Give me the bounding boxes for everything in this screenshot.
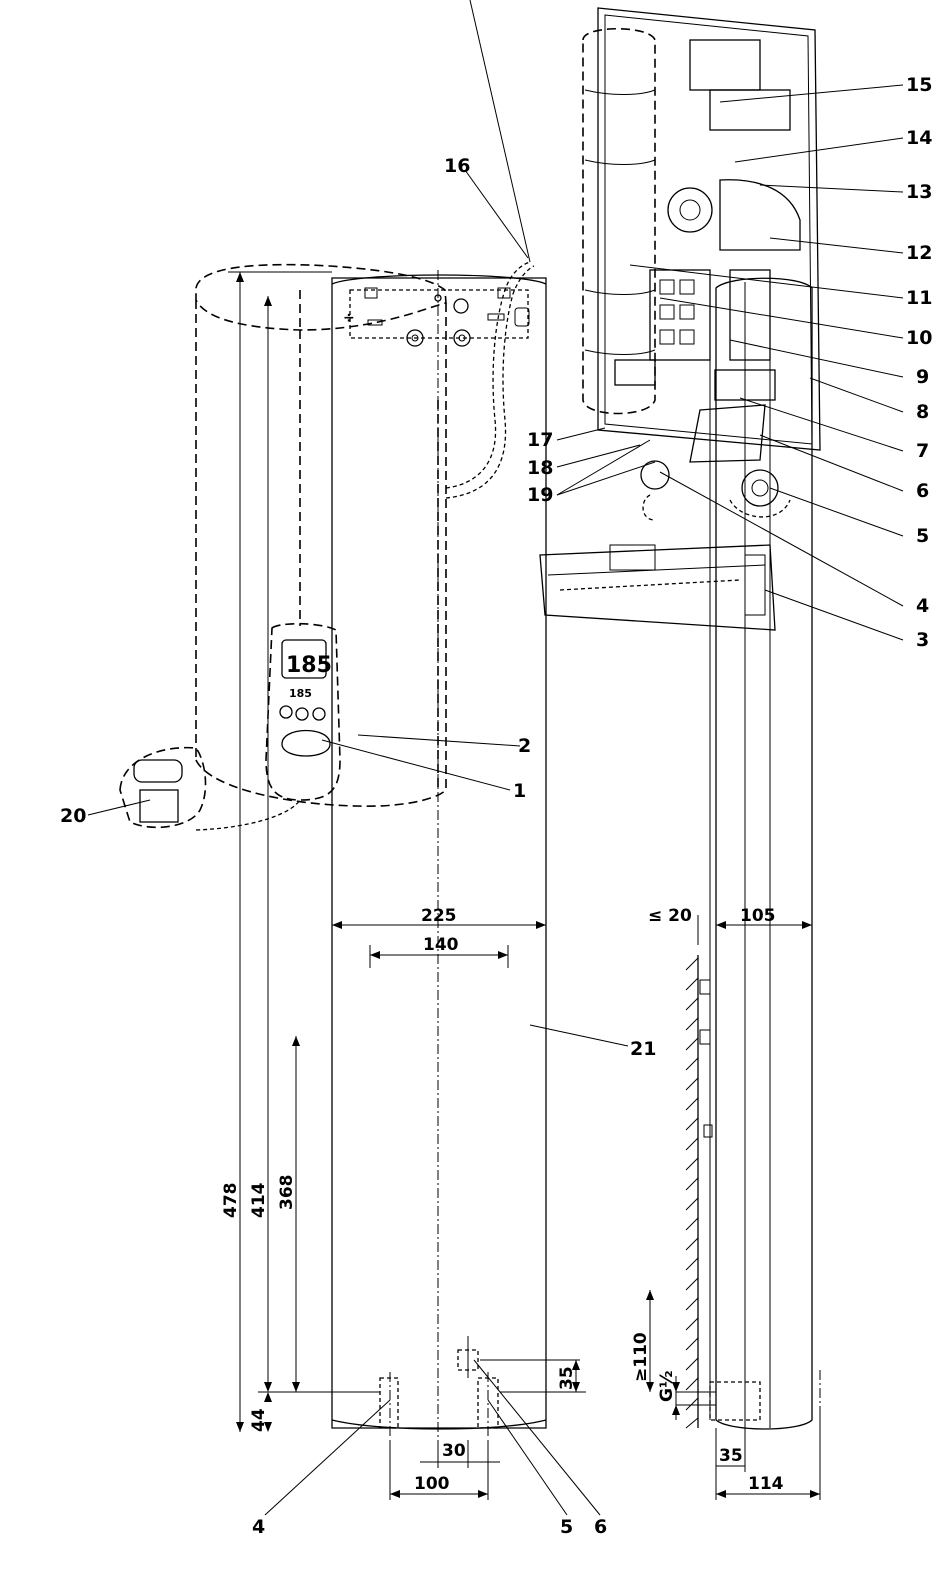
dim-478: 478 bbox=[221, 1183, 241, 1219]
dim-100: 100 bbox=[414, 1474, 450, 1494]
control-button-mid bbox=[295, 707, 309, 721]
control-dial bbox=[281, 729, 331, 757]
callout-21: 21 bbox=[630, 1038, 656, 1060]
callout-1: 1 bbox=[513, 780, 526, 802]
wall-hatch bbox=[685, 957, 699, 1429]
bottom-callout-4: 4 bbox=[252, 1516, 265, 1538]
dim-414: 414 bbox=[249, 1182, 269, 1218]
big-readout: 185 bbox=[286, 653, 332, 678]
callout-leaders-top bbox=[87, 0, 904, 816]
dim-30: 30 bbox=[442, 1441, 466, 1461]
callout-2: 2 bbox=[518, 735, 531, 757]
callout-7: 7 bbox=[916, 440, 929, 462]
callout-10: 10 bbox=[906, 327, 932, 349]
display-panel bbox=[281, 639, 327, 679]
dim-44: 44 bbox=[249, 1408, 269, 1432]
dim-368: 368 bbox=[277, 1175, 297, 1211]
dim-105: 105 bbox=[740, 906, 776, 926]
callout-5: 5 bbox=[916, 525, 929, 547]
plus-mark: ÷ bbox=[343, 310, 355, 326]
callout-8: 8 bbox=[916, 401, 929, 423]
callout-18: 18 bbox=[527, 457, 553, 479]
callout-11: 11 bbox=[906, 287, 932, 309]
dim-225: 225 bbox=[421, 906, 457, 926]
dim-min-110: ≥110 bbox=[631, 1332, 651, 1382]
control-button-right bbox=[312, 707, 326, 721]
dim-wall-gap: ≤ 20 bbox=[648, 906, 692, 926]
control-button-left bbox=[279, 705, 293, 719]
callout-19: 19 bbox=[527, 484, 553, 506]
small-readout: 185 bbox=[289, 687, 312, 700]
callout-17: 17 bbox=[527, 429, 553, 451]
dim-114: 114 bbox=[748, 1474, 784, 1494]
side-dimension-view: ≤ 20 105 ≥110 G½ 35 114 bbox=[631, 277, 821, 1500]
callout-13: 13 bbox=[906, 181, 932, 203]
dim-thread: G½ bbox=[657, 1370, 677, 1402]
dim-140: 140 bbox=[423, 935, 459, 955]
callout-labels-top: 15 14 13 12 11 10 9 8 7 6 5 4 3 16 17 18… bbox=[60, 74, 932, 827]
dim-35: 35 bbox=[557, 1366, 577, 1390]
callout-6: 6 bbox=[916, 480, 929, 502]
callout-14: 14 bbox=[906, 127, 932, 149]
callout-12: 12 bbox=[906, 242, 932, 264]
callout-9: 9 bbox=[916, 366, 929, 388]
callout-20: 20 bbox=[60, 805, 86, 827]
callout-4: 4 bbox=[916, 595, 929, 617]
appliance-cover-view: 185 185 bbox=[119, 261, 535, 831]
bottom-callout-5: 5 bbox=[560, 1516, 573, 1538]
callout-15: 15 bbox=[906, 74, 932, 96]
callout-16: 16 bbox=[444, 155, 470, 177]
bottom-callout-6: 6 bbox=[594, 1516, 607, 1538]
callout-3: 3 bbox=[916, 629, 929, 651]
front-dimension-view: ÷ 225 140 478 414 368 bbox=[221, 270, 656, 1538]
dim-side-35: 35 bbox=[719, 1446, 743, 1466]
